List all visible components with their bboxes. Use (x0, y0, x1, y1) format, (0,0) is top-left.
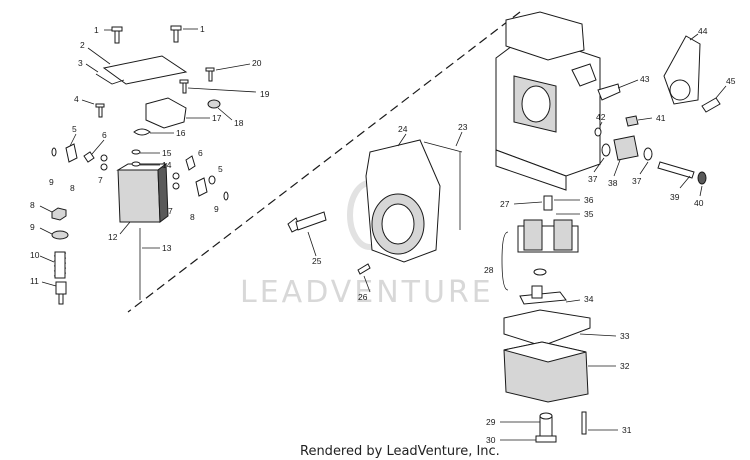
carburetor-body-parts (495, 11, 721, 443)
watermark: LEADVENTURE (240, 180, 491, 310)
callout-labels: 1 1 2 3 4 5 6 9 8 7 8 9 10 11 12 13 14 1… (30, 24, 736, 445)
callout-10: 8 (30, 200, 35, 210)
callout-30: 30 (486, 435, 496, 445)
callout-24: 24 (398, 124, 408, 134)
callout-8a: 8 (70, 183, 75, 193)
callout-35: 35 (584, 209, 594, 219)
callout-3: 3 (78, 58, 83, 68)
callout-20: 18 (234, 118, 244, 128)
callout-21: 19 (260, 89, 270, 99)
callout-37a: 37 (588, 174, 598, 184)
callout-45: 45 (726, 76, 736, 86)
callout-8b: 8 (190, 212, 195, 222)
callout-13: 11 (30, 276, 39, 286)
callout-34: 34 (584, 294, 594, 304)
callout-31: 31 (622, 425, 632, 435)
callout-38: 38 (608, 178, 618, 188)
callout-17: 15 (162, 148, 172, 158)
callout-26: 26 (358, 292, 368, 302)
callout-25: 25 (312, 256, 322, 266)
callout-5b: 5 (218, 164, 223, 174)
manifold-parts (287, 139, 463, 275)
callout-32: 32 (620, 361, 630, 371)
callout-1a: 1 (94, 25, 99, 35)
callout-6a: 6 (102, 130, 107, 140)
callout-40: 40 (694, 198, 704, 208)
callout-14: 12 (108, 232, 118, 242)
separator-dashed-line (127, 11, 521, 313)
callout-7b: 7 (168, 206, 173, 216)
callout-23: 23 (458, 122, 468, 132)
callout-44: 44 (698, 26, 708, 36)
callout-19: 17 (212, 113, 222, 123)
callout-9a: 9 (49, 177, 54, 187)
callout-2: 2 (80, 40, 85, 50)
callout-18: 16 (176, 128, 186, 138)
callout-37b: 37 (632, 176, 642, 186)
callout-1b: 1 (200, 24, 205, 34)
callout-4: 4 (74, 94, 79, 104)
callout-29: 29 (486, 417, 496, 427)
callout-5a: 5 (72, 124, 77, 134)
slide-assembly-parts (51, 25, 229, 305)
callout-6b: 6 (198, 148, 203, 158)
callout-27: 27 (500, 199, 510, 209)
callout-7a: 7 (98, 175, 103, 185)
callout-28: 28 (484, 265, 494, 275)
callout-41: 41 (656, 113, 666, 123)
callout-43: 43 (640, 74, 650, 84)
callout-15: 13 (162, 243, 172, 253)
callout-33: 33 (620, 331, 630, 341)
callout-39: 39 (670, 192, 680, 202)
callout-42: 42 (596, 112, 606, 122)
callout-22: 20 (252, 58, 262, 68)
callout-36: 36 (584, 195, 594, 205)
callout-11: 9 (30, 222, 35, 232)
callout-16: 14 (162, 160, 172, 170)
callout-9b: 9 (214, 204, 219, 214)
credit-text: Rendered by LeadVenture, Inc. (300, 444, 500, 459)
callout-12: 10 (30, 250, 40, 260)
